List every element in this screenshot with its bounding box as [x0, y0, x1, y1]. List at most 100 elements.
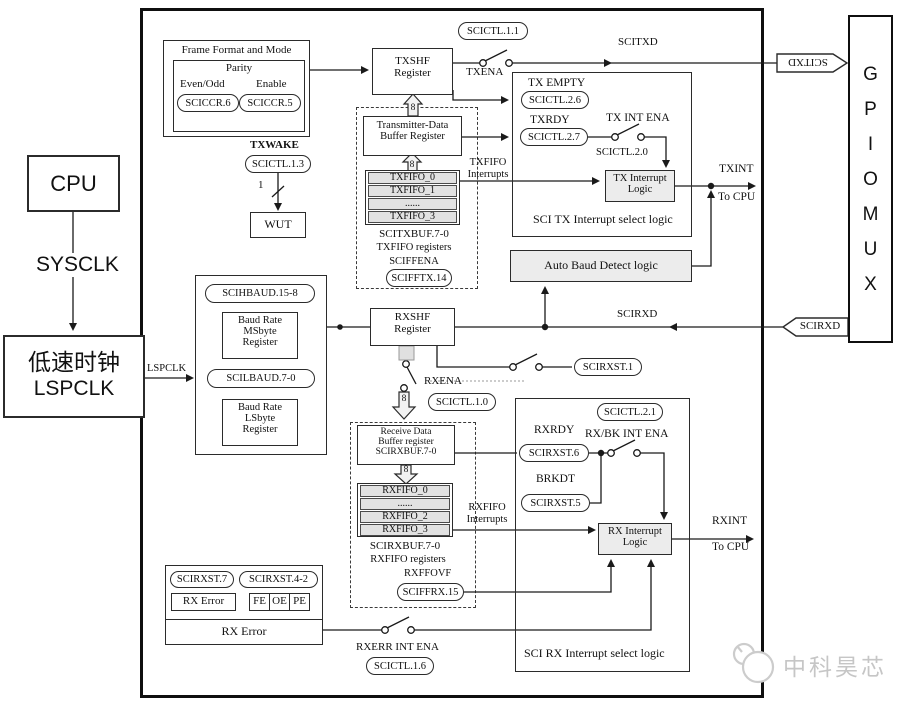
sciffrx15-pill: SCIFFRX.15 — [397, 583, 464, 601]
sci-rx-select-block — [515, 398, 690, 672]
rx-fifo-row: RXFIFO_3 — [360, 524, 450, 536]
enable-label: Enable — [256, 78, 287, 90]
wut-block: WUT — [250, 212, 306, 238]
sci-rx-caption: SCI RX Interrupt select logic — [524, 646, 665, 660]
junction-dots — [337, 182, 715, 457]
rxfifo-interrupts-label: RXFIFO Interrupts — [462, 502, 512, 526]
scitxd-flag-label: SCITXD — [788, 56, 828, 68]
bus-width-label: 8 — [401, 394, 407, 404]
tx-int-logic-line2: Logic — [627, 184, 653, 195]
scictl27-pill: SCICTL.2.7 — [520, 128, 588, 146]
oe-label: OE — [272, 595, 287, 607]
gpio-letter: M — [862, 204, 879, 225]
scictl16-pill: SCICTL.1.6 — [366, 657, 434, 675]
cpu-block: CPU — [27, 155, 120, 212]
rxint-label: RXINT — [712, 515, 748, 527]
watermark-brand: 中科昊芯 — [783, 655, 887, 680]
txfifo-interrupts-line1: TXFIFO — [469, 157, 507, 168]
scirxst6-pill: SCIRXST.6 — [519, 444, 589, 462]
lsbyte-line2: LSbyte — [244, 413, 276, 424]
txshf-line2: Register — [394, 67, 431, 79]
scifftx14-pill: SCIFFTX.14 — [386, 269, 452, 287]
gpio-letter: G — [863, 64, 878, 85]
scihbaud-pill: SCIHBAUD.15-8 — [205, 284, 315, 303]
tx-buffer-line2: Buffer Register — [380, 131, 445, 142]
rx-fifo-dashed-group — [350, 422, 476, 608]
fe-label: FE — [253, 595, 266, 607]
rxffovf-label: RXFFOVF — [404, 568, 452, 579]
baud-lsbyte-block: Baud Rate LSbyte Register — [222, 399, 298, 446]
txshf-register-block: TXSHF Register — [372, 48, 453, 95]
gpio-letter: I — [867, 134, 874, 155]
tx-int-logic-line1: TX Interrupt — [613, 173, 667, 184]
rxshf-register-block: RXSHF Register — [370, 308, 455, 346]
rx-buffer-line1: Receive Data — [380, 427, 432, 437]
rx-error-label: RX Error — [221, 624, 267, 638]
rxfifo-registers-label: RXFIFO registers — [370, 554, 446, 565]
scirxd-flag — [781, 317, 849, 337]
rxfifo-interrupts-line2: Interrupts — [466, 514, 508, 526]
scictl20-label: SCICTL.2.0 — [596, 147, 648, 158]
oe-block: OE — [269, 593, 290, 611]
lspclk-block: 低速时钟 LSPCLK — [3, 335, 145, 418]
txshf-line1: TXSHF — [395, 55, 430, 67]
rx-error-small-label: RX Error — [182, 595, 225, 607]
wires — [72, 49, 783, 631]
bus-arrow-down-rxfifo — [393, 464, 419, 485]
gpio-mux-block: G P I O M U X — [848, 15, 893, 343]
sci-tx-select-block — [512, 72, 692, 237]
txfifo-registers-label: TXFIFO registers — [376, 242, 452, 253]
frame-format-title: Frame Format and Mode — [181, 44, 292, 56]
tx-buffer-register-block: Transmitter-Data Buffer Register — [363, 116, 462, 156]
rxrdy-label: RXRDY — [534, 424, 575, 436]
scictl11-pill: SCICTL.1.1 — [458, 22, 528, 40]
auto-baud-block: Auto Baud Detect logic — [510, 250, 692, 282]
cpu-label: CPU — [50, 171, 97, 196]
rx-fifo-row: ...... — [360, 498, 450, 510]
rx-int-logic-line2: Logic — [622, 537, 648, 548]
gpio-letter: U — [863, 239, 878, 260]
tx-fifo-row: TXFIFO_1 — [368, 185, 457, 197]
brkdt-label: BRKDT — [536, 473, 575, 485]
rx-fifo-row: RXFIFO_0 — [360, 485, 450, 497]
txrdy-label: TXRDY — [530, 114, 570, 126]
rx-buffer-register-block: Receive Data Buffer register SCIRXBUF.7-… — [357, 425, 455, 465]
rx-fifo-stack: RXFIFO_0 ...... RXFIFO_2 RXFIFO_3 — [357, 483, 453, 537]
scilbaud-pill: SCILBAUD.7-0 — [207, 369, 315, 388]
txfifo-interrupts-label: TXFIFO Interrupts — [463, 157, 513, 181]
bus-arrow-down-rxbuf — [391, 391, 417, 420]
scirxd-wire-label: SCIRXD — [617, 308, 658, 320]
rxfifo-interrupts-line1: RXFIFO — [468, 502, 506, 513]
scirxst5-pill: SCIRXST.5 — [521, 494, 590, 512]
scitxd-wire-label: SCITXD — [618, 36, 658, 48]
bus-width-label: 8 — [403, 465, 409, 475]
rx-buffer-line2: Buffer register — [378, 437, 434, 447]
scictl10-pill: SCICTL.1.0 — [428, 393, 496, 411]
tx-empty-label: TX EMPTY — [528, 77, 586, 89]
sciffena-label: SCIFFENA — [389, 256, 439, 267]
msbyte-line3: Register — [242, 337, 278, 348]
pe-block: PE — [289, 593, 310, 611]
watermark-logo-icon — [732, 642, 775, 684]
gpio-letter: X — [864, 274, 877, 295]
rxshf-line2: Register — [394, 323, 431, 335]
scictl21-pill: SCICTL.2.1 — [597, 403, 663, 421]
scictl13-pill: SCICTL.1.3 — [245, 155, 311, 173]
txint-to-cpu-label: To CPU — [718, 191, 756, 203]
txwake-label: TXWAKE — [250, 139, 299, 151]
scirxst42-pill: SCIRXST.4-2 — [239, 571, 318, 588]
rxint-to-cpu-label: To CPU — [712, 541, 750, 553]
scirxbuf-label: SCIRXBUF.7-0 — [369, 540, 441, 552]
tx-fifo-row: TXFIFO_0 — [368, 172, 457, 184]
bus-width-1-label: 1 — [258, 179, 264, 191]
rx-error-block: RX Error — [165, 619, 323, 645]
txena-label: TXENA — [466, 66, 504, 78]
msbyte-line1: Baud Rate — [237, 315, 283, 326]
wut-label: WUT — [264, 217, 292, 231]
scitxbuf-label: SCITXBUF.7-0 — [379, 228, 449, 240]
lspclk-wire-label: LSPCLK — [147, 363, 187, 374]
scirxd-flag-label: SCIRXD — [799, 320, 841, 332]
rx-buffer-line3: SCIRXBUF.7-0 — [375, 447, 437, 457]
msbyte-line2: MSbyte — [243, 326, 277, 337]
